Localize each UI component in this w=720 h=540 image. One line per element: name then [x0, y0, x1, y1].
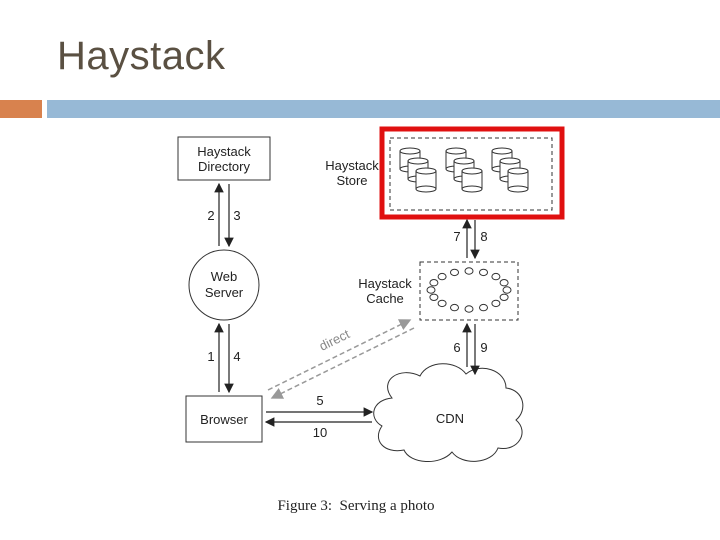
haystack-cache: Haystack Cache [358, 261, 519, 321]
cdn-label: CDN [436, 411, 464, 426]
direct-arrow-to-browser [270, 327, 415, 399]
browser-label: Browser [200, 412, 248, 427]
browser-box: Browser [185, 395, 263, 443]
title-accent-bar [0, 100, 42, 118]
cache-ring-icon [437, 272, 447, 281]
step-label-1: 1 [207, 349, 214, 364]
cache-label-line2: Cache [366, 291, 404, 306]
step-label-4: 4 [233, 349, 240, 364]
cache-ring-icon [502, 286, 512, 294]
step-label-9: 9 [480, 340, 487, 355]
cache-ring-icon [429, 279, 439, 287]
step-label-2: 2 [207, 208, 214, 223]
disk-icon [507, 167, 529, 193]
cache-ring-icon [479, 268, 488, 277]
cache-ring-icons [426, 267, 512, 313]
cache-ring-icon [499, 293, 509, 301]
step-label-3: 3 [233, 208, 240, 223]
cache-ring-icon [491, 299, 501, 308]
haystack-directory-box: Haystack Directory [177, 136, 271, 181]
step-label-8: 8 [480, 229, 487, 244]
disk-icon [415, 167, 437, 193]
step-label-5: 5 [316, 393, 323, 408]
direct-arrow-to-cache [267, 319, 412, 391]
haystack-store: Haystack Store [325, 126, 565, 220]
web-server-label-line2: Server [205, 285, 244, 300]
cache-ring-icon [429, 293, 439, 301]
cache-ring-icon [479, 303, 488, 312]
store-highlight-box [379, 126, 565, 220]
directory-label-line2: Directory [198, 159, 251, 174]
store-label-line1: Haystack [325, 158, 379, 173]
slide-title: Haystack [57, 34, 226, 78]
cache-ring-icon [499, 279, 509, 287]
web-server-node: Web Server [188, 249, 260, 321]
store-label-line2: Store [336, 173, 367, 188]
step-label-6: 6 [453, 340, 460, 355]
cache-ring-icon [450, 268, 459, 277]
cache-label-line1: Haystack [358, 276, 412, 291]
store-disk-icons [399, 147, 529, 193]
step-label-10: 10 [313, 425, 327, 440]
cache-ring-icon [464, 267, 474, 275]
cache-ring-icon [437, 299, 447, 308]
title-rule [47, 100, 720, 118]
cdn-cloud: CDN [373, 363, 524, 462]
cache-ring-icon [464, 305, 474, 313]
direct-label: direct [317, 326, 352, 354]
cache-ring-icon [450, 303, 459, 312]
web-server-label-line1: Web [211, 269, 238, 284]
cache-ring-icon [491, 272, 501, 281]
cache-ring-icon [426, 286, 436, 294]
step-label-7: 7 [453, 229, 460, 244]
disk-icon [461, 167, 483, 193]
directory-label-line1: Haystack [197, 144, 251, 159]
figure-caption: Figure 3: Serving a photo [277, 498, 434, 514]
